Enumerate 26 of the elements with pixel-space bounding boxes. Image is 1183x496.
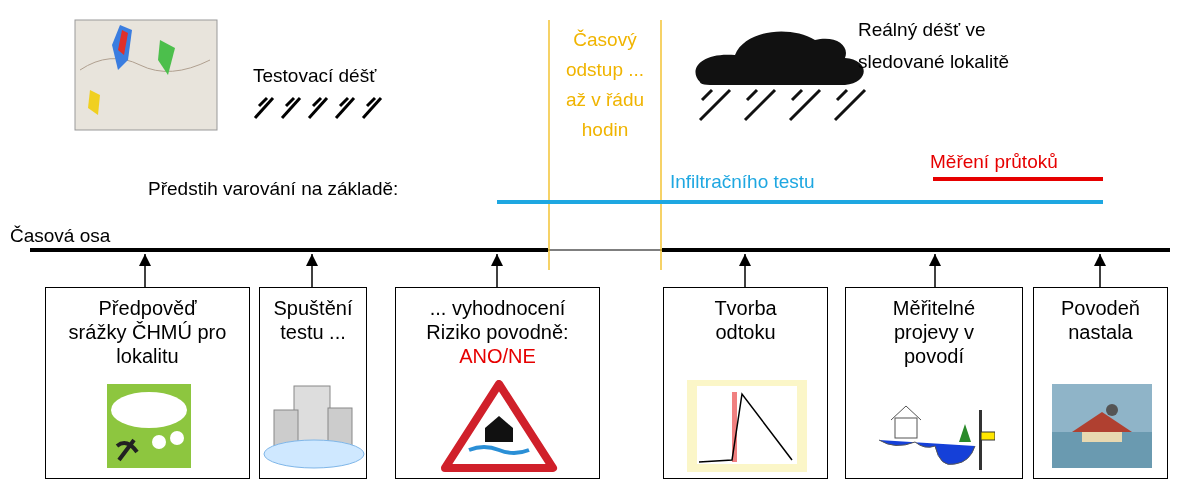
step-text: Měřitelné projevy v povodí xyxy=(891,296,977,368)
arrow xyxy=(491,253,503,288)
step-box xyxy=(45,287,250,479)
step-text: Předpověď srážky ČHMÚ pro lokalitu xyxy=(67,296,228,368)
step-box xyxy=(663,287,828,479)
step-box xyxy=(1033,287,1168,479)
arrow xyxy=(306,253,318,288)
arrow xyxy=(929,253,941,288)
arrow xyxy=(739,253,751,288)
arrow xyxy=(1094,253,1106,288)
result-text: ANO/NE xyxy=(458,344,537,368)
step-box xyxy=(259,287,367,479)
step-text: Spuštění testu ... xyxy=(272,296,354,344)
step-text: Tvorba odtoku xyxy=(713,296,778,344)
step-text: Povodeň nastala xyxy=(1060,296,1141,344)
arrow xyxy=(139,253,151,288)
step-box xyxy=(845,287,1023,479)
timespan-label: Měření průtoků xyxy=(930,150,1058,173)
annotation-text: Testovací déšť xyxy=(253,64,377,87)
timespan-label: Infiltračního testu xyxy=(670,170,815,193)
annotation-text: Předstih varování na základě: xyxy=(148,177,399,200)
annotation-text: Časový odstup ... až v řádu hodin xyxy=(564,28,646,142)
annotation-text: Reálný déšť ve sledované lokalitě xyxy=(858,18,1011,74)
step-box xyxy=(395,287,600,479)
axis-title: Časová osa xyxy=(10,224,111,247)
step-text: ... vyhodnocení Riziko povodně: xyxy=(425,296,570,344)
